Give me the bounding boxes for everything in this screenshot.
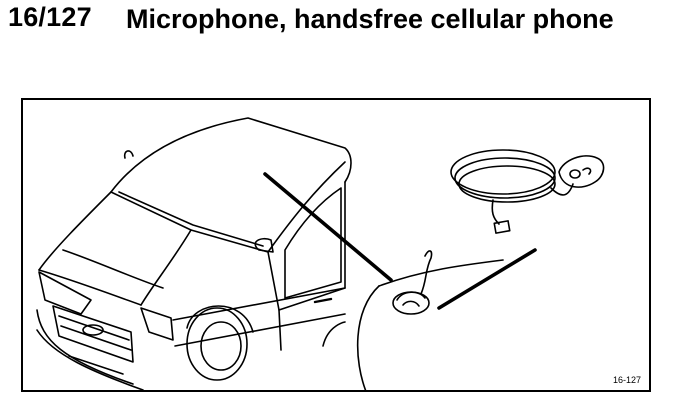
car-drawing	[36, 117, 352, 390]
cable-and-clip-drawing	[450, 149, 605, 234]
illustration-frame: 16-127	[21, 98, 651, 392]
figure-label: 16-127	[612, 375, 641, 385]
section-number: 16/127	[8, 2, 92, 32]
callout-lines	[263, 172, 537, 310]
dashboard-drawing	[356, 250, 504, 390]
callout-line-mic	[437, 248, 537, 310]
car-microphone-illustration	[36, 117, 605, 390]
page-title: Microphone, handsfree cellular phone	[126, 4, 614, 34]
callout-line-car	[263, 172, 393, 282]
